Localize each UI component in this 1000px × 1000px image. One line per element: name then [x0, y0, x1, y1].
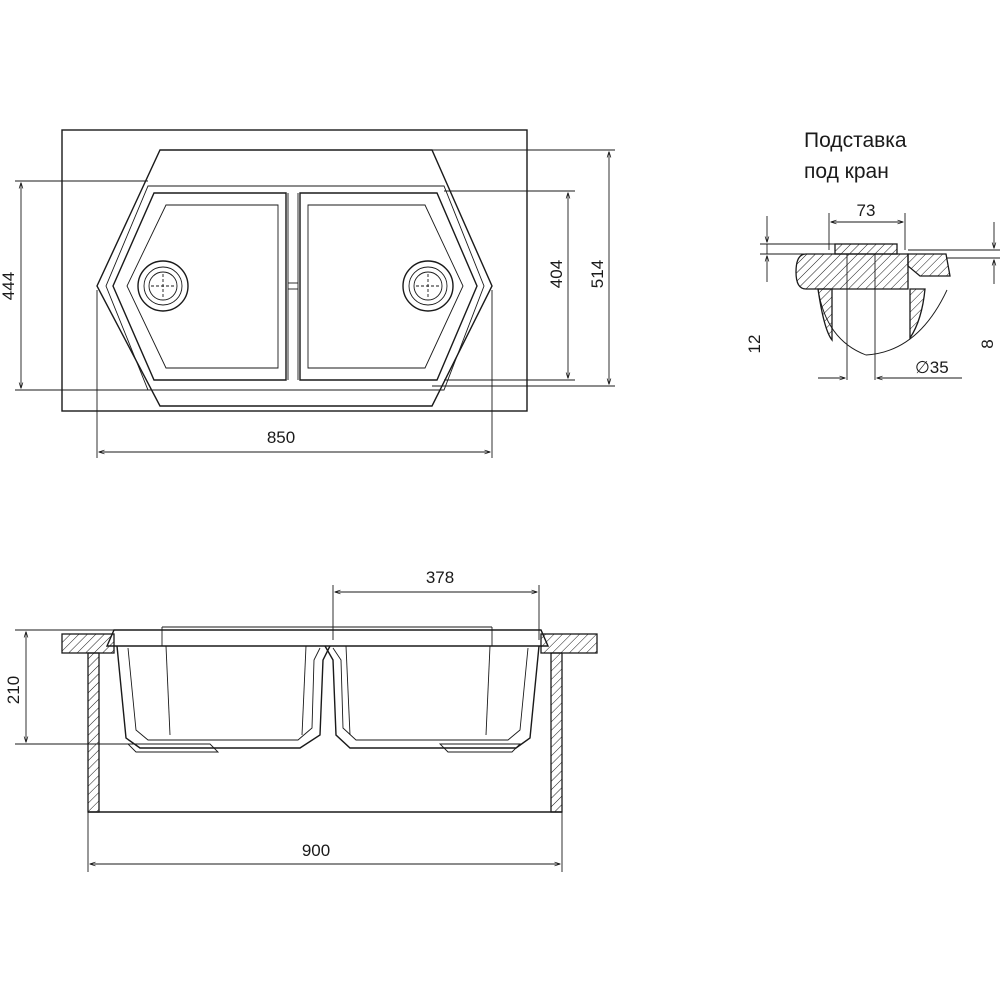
- tap-plate-detail: Подставка под кран 73 12 8: [745, 129, 1000, 380]
- dim-378-text: 378: [426, 568, 454, 587]
- detail-title-line-1: Подставка: [804, 129, 907, 152]
- dim-444-text: 444: [0, 272, 18, 300]
- dim-35-text: ∅35: [915, 358, 949, 377]
- dim-73-text: 73: [857, 201, 876, 220]
- worktop-outline: [61, 129, 528, 412]
- left-bowl-inner: [126, 204, 279, 369]
- dim-8-text: 8: [978, 339, 997, 348]
- right-drain: [402, 260, 454, 312]
- worktop-left-section: [61, 633, 115, 654]
- dim-850-text: 850: [267, 428, 295, 447]
- sink-rim-outline: [105, 185, 485, 391]
- right-bowl-outer: [299, 192, 478, 381]
- left-bowl-outer: [112, 192, 287, 381]
- dim-514-text: 514: [588, 260, 607, 288]
- front-section-view: 378 210 900: [4, 568, 598, 872]
- cabinet-right-wall: [550, 652, 563, 813]
- dim-900-text: 900: [302, 841, 330, 860]
- dim-12-text: 12: [745, 335, 764, 354]
- left-drain: [137, 260, 189, 312]
- detail-title-line-2: под кран: [804, 160, 889, 183]
- dim-210-text: 210: [4, 676, 23, 704]
- left-bowl-section: [116, 645, 331, 749]
- worktop-section: [795, 253, 909, 290]
- sink-outer-outline: [96, 149, 493, 407]
- dim-404-text: 404: [547, 260, 566, 288]
- worktop-right-section: [540, 633, 598, 654]
- cabinet-left-wall: [87, 652, 100, 813]
- top-view: 444 404 514 850: [0, 129, 615, 458]
- tap-plate-section: [834, 243, 898, 255]
- right-bowl-section: [324, 645, 540, 749]
- right-bowl-inner: [307, 204, 464, 369]
